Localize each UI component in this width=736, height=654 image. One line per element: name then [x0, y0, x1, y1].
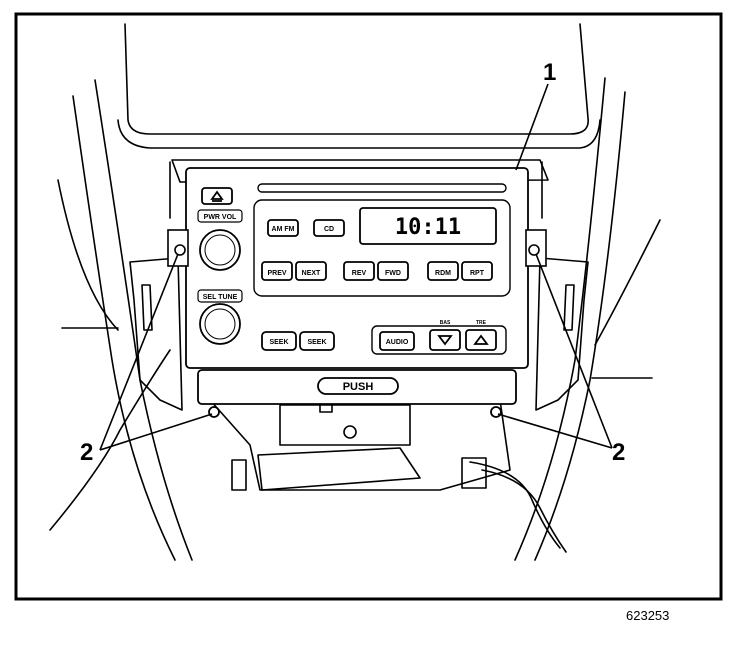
right-trim-line-2 — [514, 77, 606, 561]
leader-line-2a — [99, 253, 179, 451]
audio-button[interactable] — [379, 331, 415, 351]
preset-button-2[interactable] — [295, 261, 327, 281]
left-lower-screw — [208, 406, 220, 418]
callout-2-right: 2 — [612, 439, 625, 466]
leader-line-2c — [535, 253, 613, 449]
sel-tune-label: SEL TUNE — [203, 294, 238, 301]
left-trim-line-3 — [57, 179, 119, 331]
pwr-vol-knob-rim — [204, 234, 236, 266]
radio-faceplate — [185, 167, 529, 369]
preset-button-4[interactable] — [377, 261, 409, 281]
up-arrow-icon — [473, 334, 489, 345]
pwr-vol-label: PWR VOL — [204, 214, 237, 221]
treble-label: TRE — [476, 320, 487, 326]
leader-line-2b — [99, 413, 213, 451]
right-bracket-slot — [563, 284, 575, 331]
chassis-lower-housing — [257, 447, 421, 491]
leader-line-2d — [497, 413, 613, 449]
preset-1-label: PREV — [267, 270, 286, 277]
chassis-left-post — [231, 459, 247, 491]
wiring-harness-sleeve — [481, 469, 567, 553]
radio-housing-rear — [169, 161, 543, 219]
right-trim-line-1 — [534, 91, 626, 561]
clock-readout: 10:11 — [395, 215, 461, 240]
pwr-vol-label-plate — [197, 209, 243, 223]
left-trim-line-4 — [49, 349, 171, 531]
chassis-box — [279, 404, 411, 446]
pwr-vol-knob[interactable] — [199, 229, 241, 271]
push-label: PUSH — [343, 381, 374, 393]
eject-icon — [210, 190, 224, 202]
preset-2-label: NEXT — [302, 270, 321, 277]
radio-housing — [171, 159, 549, 183]
left-bracket-slot — [141, 284, 153, 331]
preset-6-label: RPT — [470, 270, 485, 277]
treble-button[interactable] — [465, 329, 497, 351]
callout-1: 1 — [543, 59, 556, 86]
seek-right-label: SEEK — [307, 339, 326, 346]
cd-button[interactable] — [313, 219, 345, 237]
sel-tune-knob-rim — [204, 308, 236, 340]
preset-button-6[interactable] — [461, 261, 493, 281]
left-mounting-bracket — [129, 257, 183, 411]
left-trim-line-2 — [94, 79, 193, 561]
push-button[interactable] — [317, 377, 399, 395]
preset-4-label: FWD — [385, 270, 401, 277]
am-fm-button[interactable] — [267, 219, 299, 237]
cd-slot — [257, 183, 507, 193]
left-upper-screw — [174, 244, 186, 256]
right-upper-screw — [528, 244, 540, 256]
preset-button-1[interactable] — [261, 261, 293, 281]
preset-3-label: REV — [352, 270, 367, 277]
figure-number: 623253 — [626, 608, 670, 623]
seek-right-button[interactable] — [299, 331, 335, 351]
sel-tune-knob[interactable] — [199, 303, 241, 345]
bass-button[interactable] — [429, 329, 461, 351]
am-fm-label: AM FM — [272, 226, 295, 233]
diagram-frame — [14, 12, 723, 601]
harness-connector — [461, 457, 487, 489]
right-trim-line-3 — [594, 219, 661, 346]
dash-opening-lower — [117, 119, 601, 149]
seek-left-button[interactable] — [261, 331, 297, 351]
bass-label: BAS — [440, 320, 451, 326]
sel-tune-label-plate — [197, 289, 243, 303]
dash-opening-upper — [124, 23, 589, 135]
preset-button-3[interactable] — [343, 261, 375, 281]
preset-5-label: RDM — [435, 270, 451, 277]
eject-button[interactable] — [201, 187, 233, 205]
audio-label: AUDIO — [386, 339, 409, 346]
wiring-harness — [469, 461, 561, 549]
preset-button-5[interactable] — [427, 261, 459, 281]
callout-2-left: 2 — [80, 439, 93, 466]
left-trim-line-1 — [72, 95, 176, 561]
right-lower-screw — [490, 406, 502, 418]
right-mounting-bracket — [535, 257, 589, 411]
down-arrow-icon — [437, 335, 453, 346]
display-window — [359, 207, 497, 245]
chassis-hole — [343, 425, 357, 439]
leader-line-1 — [515, 83, 549, 171]
cd-label: CD — [324, 226, 334, 233]
seek-left-label: SEEK — [269, 339, 288, 346]
